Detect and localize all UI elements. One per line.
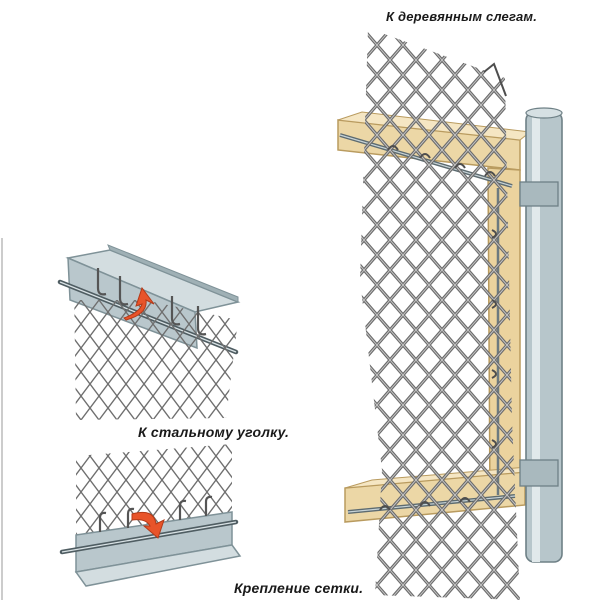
caption-wooden-rails: К деревянным слегам. xyxy=(386,9,538,24)
chain-link-mesh-top-left xyxy=(74,300,238,420)
caption-steel-angle: К стальному уголку. xyxy=(138,424,290,440)
steel-angle-bottom xyxy=(59,511,242,587)
caption-mesh-fastening: Крепление сетки. xyxy=(234,580,364,596)
chain-link-mesh-right xyxy=(360,28,520,600)
hook-bolts-top xyxy=(96,268,207,336)
curved-arrow-icon xyxy=(131,511,165,539)
steel-post xyxy=(519,107,563,563)
curved-arrow-icon xyxy=(123,286,155,321)
hook-bolts-bottom xyxy=(98,495,213,532)
tie-wires-right xyxy=(379,62,507,511)
